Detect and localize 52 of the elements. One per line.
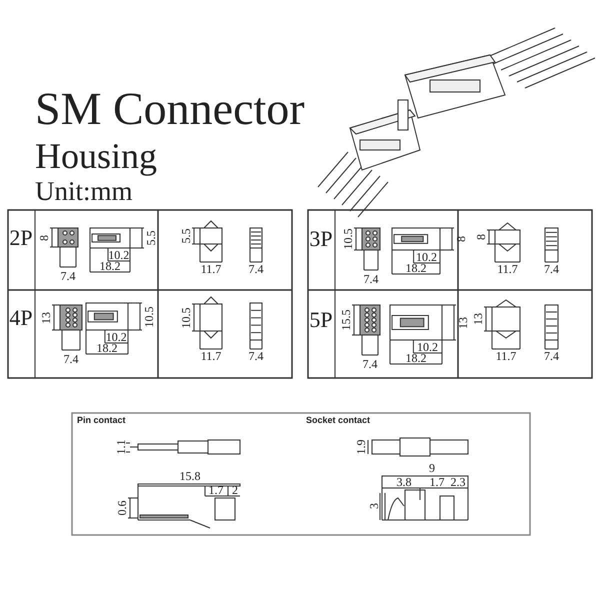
dimension-label: 11.7: [200, 263, 222, 275]
dimension-label: 1.9: [355, 440, 367, 454]
dimension-label: 10.5: [180, 307, 192, 328]
row-label: 3P: [309, 228, 333, 250]
dimension-label: 10.5: [342, 228, 354, 250]
dimension-label: 2: [232, 484, 238, 496]
dimension-label: 9: [429, 462, 435, 474]
dimension-label: 1.1: [115, 440, 127, 454]
diagram-title: SM Connector: [35, 86, 305, 132]
dimension-label: 7.4: [60, 270, 76, 282]
dimension-label: 8: [38, 234, 50, 240]
unit-note: Unit:mm: [35, 178, 133, 205]
dimension-label: 11.7: [497, 263, 518, 275]
dimension-label: 7.4: [364, 273, 378, 285]
dimension-label: 7.4: [64, 353, 78, 365]
dimension-label: 7.4: [544, 263, 559, 275]
dimension-label: 7.4: [248, 350, 264, 362]
dimension-label: 18.2: [406, 352, 426, 364]
dimension-label: 1.7: [430, 476, 444, 488]
dimension-label: 7.4: [362, 358, 378, 370]
dimension-label: 8: [455, 236, 467, 242]
dimension-label: 11.7: [496, 350, 516, 362]
dimension-label: 3: [368, 503, 380, 509]
dimension-label: 3.8: [396, 476, 412, 488]
dimension-label: 18.2: [96, 342, 118, 354]
dimension-label: 18.2: [406, 262, 426, 274]
dimension-label: 7.4: [248, 263, 264, 275]
dimension-label: 13: [457, 316, 469, 328]
dimension-label: 13: [40, 312, 52, 324]
dimension-label: 0.6: [116, 500, 128, 516]
row-label: 2P: [9, 226, 33, 248]
dimension-label: 2.3: [450, 476, 466, 488]
dimension-label: 10.2: [416, 251, 438, 263]
subtitle: Housing: [35, 138, 158, 174]
dimension-label: 15.8: [180, 470, 200, 482]
dimension-label: 10.2: [108, 249, 130, 261]
dimension-label: 15.5: [340, 310, 352, 330]
row-label: 5P: [309, 309, 333, 331]
dimension-label: 10.5: [143, 306, 155, 327]
dimension-label: 18.2: [100, 260, 120, 272]
dimension-label: 5.5: [145, 230, 157, 246]
section-title: Pin contact: [77, 416, 126, 425]
row-label: 4P: [9, 306, 33, 328]
dimension-label: 7.4: [544, 350, 559, 362]
section-title: Socket contact: [306, 416, 370, 425]
dimension-label: 13: [472, 313, 484, 325]
dimension-label: 11.7: [200, 350, 222, 362]
dimension-label: 10.2: [416, 341, 438, 353]
dimension-label: 5.5: [180, 228, 192, 244]
dimension-label: 8: [475, 234, 487, 240]
dimension-label: 1.7: [208, 484, 224, 496]
dimension-label: 10.2: [106, 331, 127, 343]
